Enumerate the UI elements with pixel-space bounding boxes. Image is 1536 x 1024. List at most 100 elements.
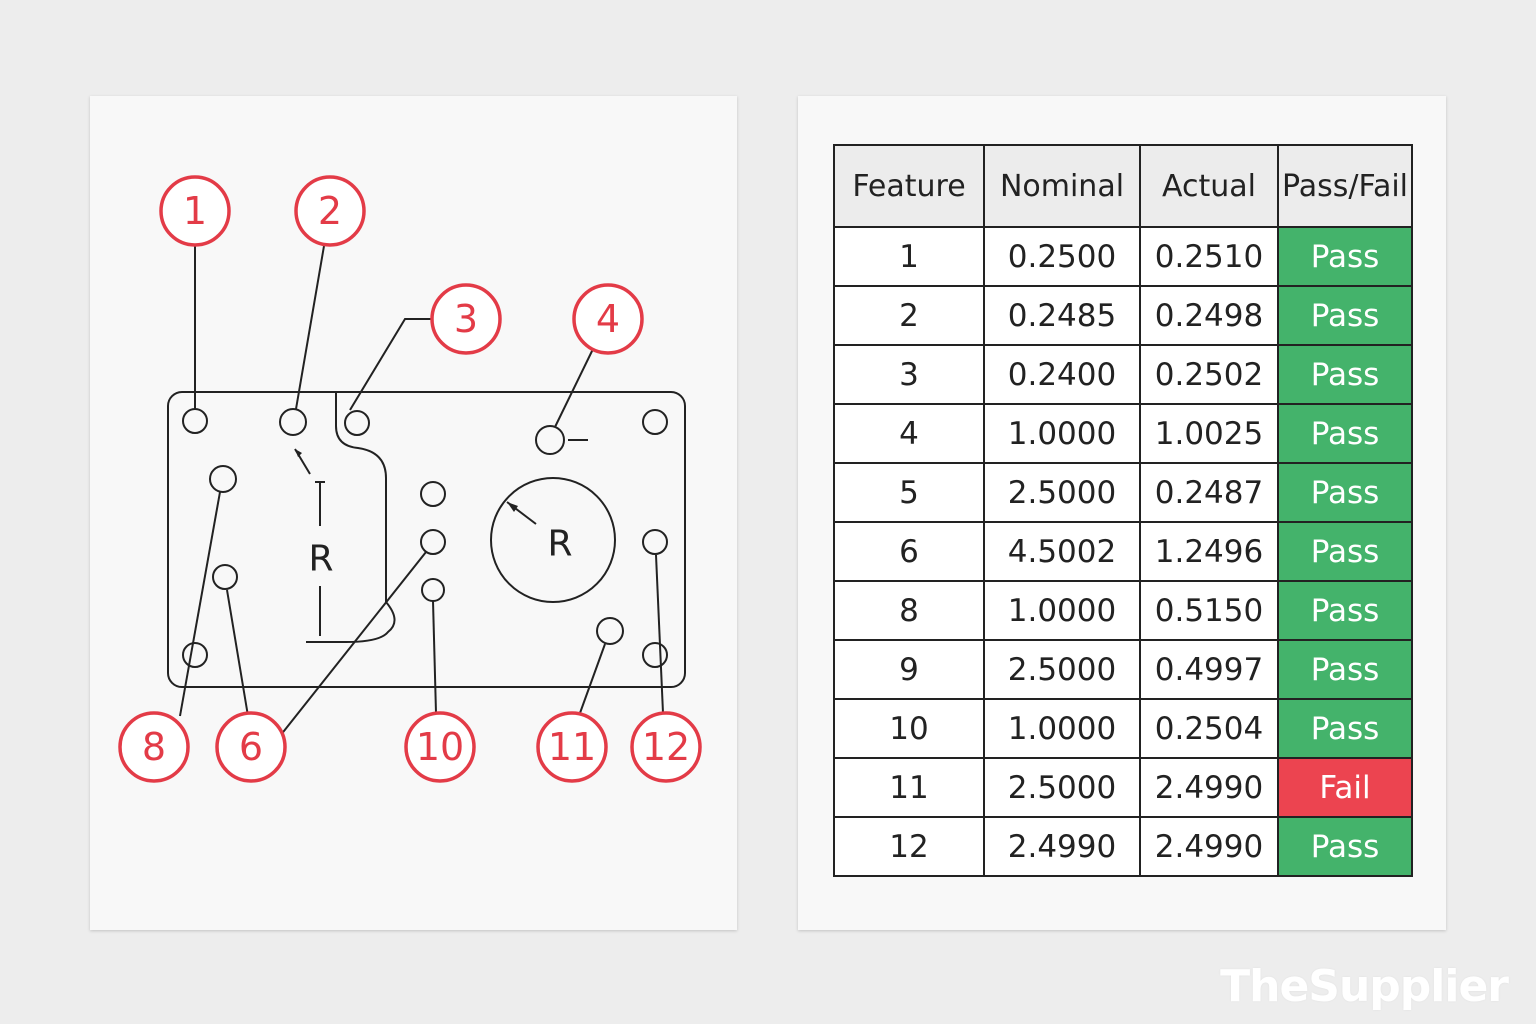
cell-nominal: 2.4990 [983,816,1141,877]
bore-radius-label: R [547,524,572,565]
cell-actual: 0.5150 [1139,580,1279,641]
cell-feature: 2 [833,285,985,346]
cell-feature: 10 [833,698,985,759]
svg-text:6: 6 [239,725,263,769]
balloon-12: 12 [630,711,702,783]
hole [420,481,446,507]
leader-12 [655,554,664,714]
cell-result: Pass [1277,226,1413,287]
hole [642,642,668,668]
cell-nominal: 0.2485 [983,285,1141,346]
svg-text:12: 12 [642,725,690,769]
cell-actual: 0.2502 [1139,344,1279,405]
cell-nominal: 4.5002 [983,521,1141,582]
cell-result: Pass [1277,816,1413,877]
cell-result: Pass [1277,344,1413,405]
cell-actual: 1.2496 [1139,521,1279,582]
pocket-dimension-arrow [295,449,302,457]
leader-2 [295,245,325,410]
svg-text:8: 8 [142,725,166,769]
cell-nominal: 1.0000 [983,403,1141,464]
cell-nominal: 0.2500 [983,226,1141,287]
leader-6b [279,551,427,737]
cell-actual: 0.2487 [1139,462,1279,523]
svg-text:10: 10 [416,725,464,769]
hole [642,529,668,555]
cell-feature: 11 [833,757,985,818]
header-feature: Feature [833,144,985,228]
cell-feature: 12 [833,816,985,877]
cell-feature: 3 [833,344,985,405]
cell-result: Pass [1277,580,1413,641]
cell-result: Pass [1277,462,1413,523]
svg-text:4: 4 [596,297,620,341]
cell-nominal: 2.5000 [983,757,1141,818]
balloon-3: 3 [430,283,502,355]
drawing-panel: R R 1 2 3 [90,96,737,930]
balloon-8: 8 [118,711,190,783]
pocket-outline [306,392,396,643]
cell-actual: 0.2504 [1139,698,1279,759]
cell-result: Pass [1277,639,1413,700]
cell-feature: 9 [833,639,985,700]
cell-nominal: 2.5000 [983,462,1141,523]
cell-actual: 2.4990 [1139,816,1279,877]
balloon-11: 11 [536,711,608,783]
leader-6a [226,589,249,717]
cell-actual: 1.0025 [1139,403,1279,464]
hole [182,408,208,434]
svg-text:11: 11 [548,725,596,769]
hole [209,465,237,493]
cell-nominal: 1.0000 [983,698,1141,759]
cell-actual: 0.4997 [1139,639,1279,700]
hole [344,410,370,436]
cell-nominal: 1.0000 [983,580,1141,641]
svg-text:2: 2 [318,189,342,233]
header-nominal: Nominal [983,144,1141,228]
cell-actual: 0.2498 [1139,285,1279,346]
cell-result: Fail [1277,757,1413,818]
hole [279,408,307,436]
watermark: TheSupplier [1220,961,1509,1012]
large-bore [490,477,616,603]
balloon-6: 6 [215,711,287,783]
hole [535,425,565,455]
cell-feature: 1 [833,226,985,287]
cell-nominal: 0.2400 [983,344,1141,405]
hole [420,529,446,555]
leader-10 [432,600,437,714]
cell-actual: 2.4990 [1139,757,1279,818]
balloon-10: 10 [404,711,476,783]
hole [596,617,624,645]
cell-feature: 4 [833,403,985,464]
header-pass-fail: Pass/Fail [1277,144,1413,228]
leader-4 [554,348,594,428]
cell-nominal: 2.5000 [983,639,1141,700]
hole [212,564,238,590]
part-outline [167,391,686,688]
balloon-1: 1 [159,175,231,247]
table-header-row: Feature Nominal Actual Pass/Fail [833,144,1413,228]
radius-arrow [507,502,518,512]
cell-result: Pass [1277,285,1413,346]
balloon-2: 2 [294,175,366,247]
svg-text:3: 3 [454,297,478,341]
leader-3 [349,318,432,411]
cell-result: Pass [1277,698,1413,759]
cell-feature: 5 [833,462,985,523]
balloon-4: 4 [572,283,644,355]
cell-actual: 0.2510 [1139,226,1279,287]
